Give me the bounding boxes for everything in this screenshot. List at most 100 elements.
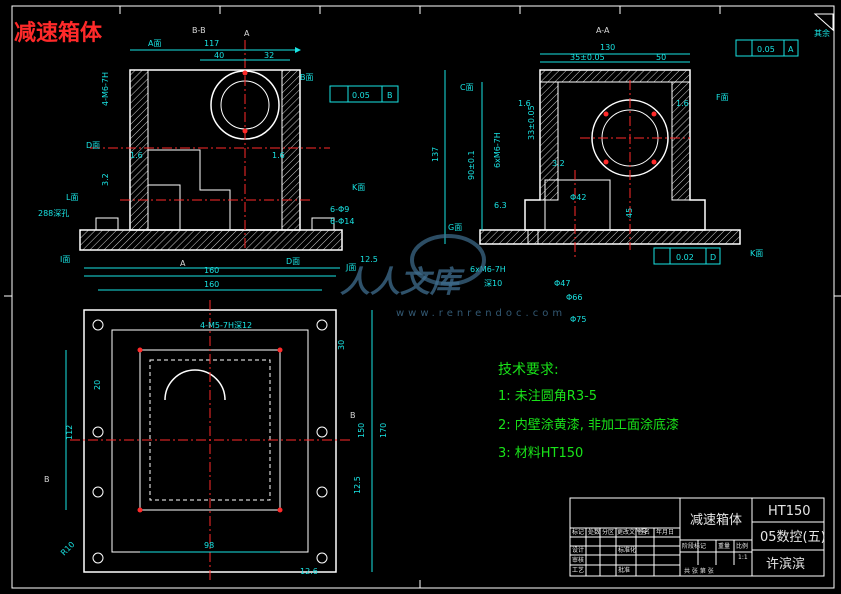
face-j-label: J面 (345, 263, 356, 272)
tb-small-3: 分区 (602, 528, 614, 536)
face-d2-label: D面 (286, 257, 300, 266)
dim-40: 40 (214, 51, 224, 60)
face-b-label: B面 (300, 73, 314, 82)
rough-32b: 3.2 (552, 159, 565, 168)
view-label-aa: A-A (596, 26, 610, 35)
tb-small-7: 设计 (572, 546, 584, 554)
watermark-url: www.renrendoc.com (396, 308, 566, 319)
dim-20: 20 (93, 380, 102, 390)
plan-holes: 4-M5-7H深12 (200, 321, 252, 330)
dim-32: 32 (264, 51, 274, 60)
dim-150: 150 (357, 423, 366, 438)
tb-small-15: 共 张 第 张 (684, 567, 714, 575)
technical-requirements: 技术要求: 1: 未注圆角R3-5 2: 内壁涂黄漆, 非加工面涂底漆 3: 材… (498, 362, 679, 461)
tb-small-14: 比例 (736, 542, 748, 550)
tb-small-10: 工艺 (572, 566, 584, 574)
cut-b-mid: B (350, 411, 356, 420)
note-all: 其余 (814, 28, 830, 38)
tb-scale: 1:1 (738, 554, 748, 561)
tech-item-1: 1: 未注圆角R3-5 (498, 389, 597, 404)
tb-school: 05数控(五) (760, 530, 826, 545)
tb-small-1: 标记 (572, 528, 584, 536)
dim-phi42: Φ42 (570, 193, 586, 202)
tol2-datum: D (710, 253, 716, 262)
face-i-label: I面 (60, 255, 70, 264)
dim-33: 33±0.05 (527, 105, 536, 140)
dim-90: 90±0.1 (467, 150, 476, 180)
rough-32: 3.2 (101, 173, 110, 186)
dim-phi47: Φ47 (554, 279, 570, 288)
dim-112: 112 (65, 425, 74, 440)
dim-r10: R10 (59, 540, 77, 558)
thread-spec: 6xM6-7H (493, 132, 502, 168)
rough-16c: 1.6 (518, 99, 531, 108)
view-label-bb: B-B (192, 26, 206, 35)
tb-designer: 许滨滨 (766, 556, 805, 572)
face-k-label: K面 (352, 183, 365, 192)
tech-item-2: 2: 内壁涂黄漆, 非加工面涂底漆 (498, 417, 679, 433)
rough-125: 12.5 (360, 255, 378, 264)
dim-126: 12.6 (300, 567, 318, 576)
tb-small-12: 阶段标记 (682, 542, 706, 550)
rough-16d: 1.6 (676, 99, 689, 108)
dim-137: 137 (431, 147, 440, 162)
face-d-label: D面 (86, 141, 100, 150)
dim-35: 35±0.05 (570, 53, 605, 62)
phi-14: 6-Φ14 (330, 217, 354, 226)
dim-130: 130 (600, 43, 615, 52)
watermark: 人人文库 www.renrendoc.com (340, 234, 566, 319)
f-face: F面 (716, 93, 729, 102)
tb-small-5: 签名 (638, 528, 650, 536)
dim-30: 30 (337, 340, 346, 350)
watermark-text: 人人文库 (340, 265, 465, 300)
rough-16a: 1.6 (130, 151, 143, 160)
dim-98: 98 (204, 541, 214, 550)
tb-small-8: 标准化 (618, 546, 636, 554)
drawing-frame (4, 5, 841, 589)
holes-left: 4-M6-7H (101, 72, 110, 106)
dim-45: 45 (625, 208, 634, 218)
tb-small-6: 年月日 (656, 528, 674, 536)
tb-part-name: 减速箱体 (690, 512, 742, 528)
g-face: G面 (448, 223, 462, 232)
dim-phi75: Φ75 (570, 315, 586, 324)
rough-63: 6.3 (494, 201, 507, 210)
cut-b-left: B (44, 475, 50, 484)
section-view: A-A 130 35±0.05 50 33±0.05 90±0.1 137 6x… (431, 26, 830, 324)
face-l-label: L面 (66, 193, 78, 202)
tech-item-3: 3: 材料HT150 (498, 446, 583, 461)
tol1-datum: A (788, 45, 794, 54)
tb-small-13: 重量 (718, 542, 730, 550)
dim-50: 50 (656, 53, 666, 62)
dim-170: 170 (379, 423, 388, 438)
dim-160: 160 (204, 266, 219, 275)
tol2-value: 0.02 (676, 253, 694, 262)
plan-view: 160 160 20 112 30 150 170 98 12.5 R10 12… (44, 266, 388, 580)
dim-125: 12.5 (353, 476, 362, 494)
tb-small-11: 批准 (618, 566, 630, 574)
tol-datum: B (387, 91, 393, 100)
tol-value: 0.05 (352, 91, 370, 100)
tb-material: HT150 (768, 504, 811, 519)
dim-160b: 160 (204, 280, 219, 289)
tech-heading: 技术要求: (498, 362, 559, 378)
hole-depth: 288深孔 (38, 209, 69, 218)
k-face: K面 (750, 249, 763, 258)
tol1-value: 0.05 (757, 45, 775, 54)
title-block: 减速箱体 HT150 05数控(五) 许滨滨 1:1 标记 处数 分区 更改文件… (569, 497, 826, 577)
dim-117: 117 (204, 39, 219, 48)
depth-note: 深10 (484, 279, 502, 288)
tb-small-4: 更改文件号 (617, 528, 647, 536)
thread-note: 6xM6-7H (470, 265, 506, 274)
tb-small-2: 处数 (588, 528, 600, 536)
phi-9: 6-Φ9 (330, 205, 349, 214)
cut-a-top: A (244, 29, 250, 38)
drawing-title: 减速箱体 (14, 20, 103, 46)
rough-16b: 1.6 (272, 151, 285, 160)
cut-a-bottom: A (180, 259, 186, 268)
tb-small-9: 审核 (572, 556, 584, 564)
c-face: C面 (460, 83, 474, 92)
dim-phi66: Φ66 (566, 293, 582, 302)
front-view: B-B 117 40 32 A面 B面 D面 L面 I面 D面 (38, 26, 399, 272)
face-a-label: A面 (148, 39, 161, 48)
